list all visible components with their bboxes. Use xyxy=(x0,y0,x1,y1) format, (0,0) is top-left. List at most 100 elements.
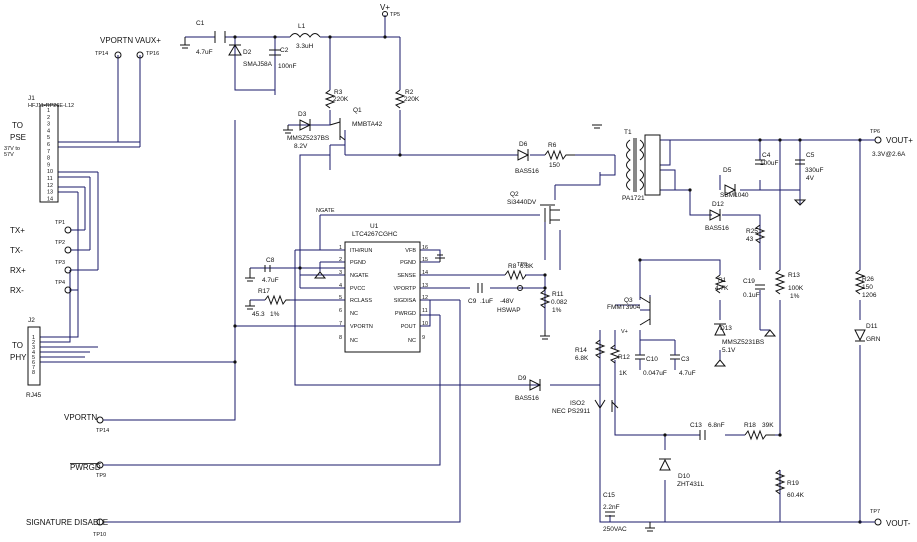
svg-text:1%: 1% xyxy=(270,311,280,318)
tp3-marker xyxy=(64,266,72,274)
resistor-r25: R25 43 xyxy=(746,224,766,244)
tp3-label: TP3 xyxy=(55,260,65,266)
svg-text:D10: D10 xyxy=(678,473,690,480)
svg-text:D5: D5 xyxy=(723,167,732,174)
ground-icon xyxy=(540,330,550,340)
svg-text:250VAC: 250VAC xyxy=(603,526,627,533)
u1-pin-num-9: 9 xyxy=(422,335,425,341)
tp15-marker xyxy=(114,51,122,59)
u1-pin-num-5: 5 xyxy=(339,295,342,301)
resistor-r26: R26 150 1206 xyxy=(854,269,877,299)
j2-pin-1: 1 xyxy=(32,335,35,341)
svg-text:C1: C1 xyxy=(196,20,205,27)
zener-d3: D3 MMSZ5237BS 8.2V xyxy=(287,111,330,150)
j2-ref: J2 xyxy=(28,317,35,324)
svg-text:4.7K: 4.7K xyxy=(715,285,729,292)
u1-pin-num-7: 7 xyxy=(339,321,342,327)
svg-text:330uF: 330uF xyxy=(805,167,823,174)
svg-text:R18: R18 xyxy=(744,422,756,429)
svg-text:C5: C5 xyxy=(806,152,815,159)
u1-pin-name-4: PVCC xyxy=(350,286,365,292)
ground-icon xyxy=(180,37,190,49)
u1-pin-num-14: 14 xyxy=(422,270,428,276)
svg-text:MMBTA42: MMBTA42 xyxy=(352,121,383,128)
svg-text:C4: C4 xyxy=(762,152,771,159)
svg-text:MMSZ5237BS: MMSZ5237BS xyxy=(287,135,330,142)
ground-icon xyxy=(713,359,727,367)
svg-text:4V: 4V xyxy=(806,175,815,182)
svg-text:C15: C15 xyxy=(603,492,615,499)
j1-pin-7: 7 xyxy=(47,149,50,155)
svg-text:C19: C19 xyxy=(743,278,755,285)
svg-text:D6: D6 xyxy=(519,141,528,148)
j1-pin-8: 8 xyxy=(47,156,50,162)
svg-text:1206: 1206 xyxy=(862,292,877,299)
u1-pin-num-3: 3 xyxy=(339,270,342,276)
svg-text:R6: R6 xyxy=(548,142,557,149)
u1-part: LTC4267CGHC xyxy=(352,231,398,238)
shunt-regulator-d10: D10 ZHT431L xyxy=(659,458,704,488)
capacitor-c2: C2 100nF xyxy=(269,47,296,70)
resistor-r13: R13 100K 1% xyxy=(774,269,804,300)
j1-pin-12: 12 xyxy=(47,183,53,189)
ground-icon xyxy=(592,124,602,129)
tp1-marker xyxy=(64,226,72,234)
svg-text:100uF: 100uF xyxy=(760,160,778,167)
resistor-r11: R11 0.082 1% xyxy=(539,289,568,314)
tp2-marker xyxy=(64,246,72,254)
svg-text:PA1721: PA1721 xyxy=(622,195,645,202)
u1-pin-name-12: SIGDISA xyxy=(394,298,417,304)
tp5-label: TP5 xyxy=(390,12,400,18)
svg-text:GRN: GRN xyxy=(866,336,881,343)
resistor-r2: R2 220K xyxy=(394,89,420,109)
svg-text:4.7uF: 4.7uF xyxy=(262,277,279,284)
tp10-label: TP10 xyxy=(93,532,106,538)
j2-pin-7: 7 xyxy=(32,365,35,371)
svg-text:0.1uF: 0.1uF xyxy=(743,292,760,299)
tx-minus-label: TX- xyxy=(10,246,23,255)
vplus-small-label: V+ xyxy=(621,329,628,335)
u1-pin-num-10: 10 xyxy=(422,321,428,327)
resistor-r1: R1 4.7K xyxy=(714,274,729,294)
vplus-label: V+ xyxy=(380,3,390,12)
vout-minus-label: VOUT- xyxy=(886,519,911,528)
rx-plus-label: RX+ xyxy=(10,266,26,275)
svg-text:3.3uH: 3.3uH xyxy=(296,43,314,50)
j1-pin-14: 14 xyxy=(47,196,53,202)
svg-text:8.2V: 8.2V xyxy=(294,143,308,150)
svg-text:BAS516: BAS516 xyxy=(515,168,539,175)
u1-pin-name-5: RCLASS xyxy=(350,298,372,304)
transistor-q3: Q3 FMMT3904 xyxy=(607,296,651,326)
diode-d9: D9 BAS516 xyxy=(515,375,542,402)
svg-text:ZHT431L: ZHT431L xyxy=(677,481,704,488)
ground-icon xyxy=(245,300,255,310)
svg-text:6.8K: 6.8K xyxy=(520,263,534,270)
resistor-r3: R3 220K xyxy=(324,89,349,109)
u1-pin-name-1: ITH/RUN xyxy=(350,248,372,254)
resistor-r14: R14 6.8K xyxy=(575,339,606,362)
svg-text:C2: C2 xyxy=(280,47,289,54)
svg-text:5.1V: 5.1V xyxy=(722,347,736,354)
u1-pin-num-11: 11 xyxy=(422,308,428,314)
u1-pin-num-8: 8 xyxy=(339,335,342,341)
u1-pin-num-15: 15 xyxy=(422,257,428,263)
port-labels: TX+ TX- RX+ RX- TP1 TP2 TP3 TP4 VPORTN V… xyxy=(10,3,913,538)
u1-pin-name-8: NC xyxy=(350,338,358,344)
tp2-label: TP2 xyxy=(55,240,65,246)
svg-text:R25: R25 xyxy=(746,228,758,235)
svg-text:D13: D13 xyxy=(720,325,732,332)
vportn-bottom-label: VPORTN xyxy=(64,413,97,422)
u1-pin-name-16: VFB xyxy=(405,248,416,254)
svg-text:NEC PS2911: NEC PS2911 xyxy=(552,408,591,415)
j1-pin-11: 11 xyxy=(47,176,53,182)
resistor-r18: R18 39K xyxy=(744,422,775,441)
svg-text:100nF: 100nF xyxy=(278,63,296,70)
tp6-label: TP6 xyxy=(870,129,880,135)
capacitor-c1: C1 4.7uF xyxy=(196,20,226,56)
j1-pin-1: 1 xyxy=(47,108,50,114)
svg-text:.1uF: .1uF xyxy=(480,298,493,305)
j1-pin-5: 5 xyxy=(47,135,50,141)
